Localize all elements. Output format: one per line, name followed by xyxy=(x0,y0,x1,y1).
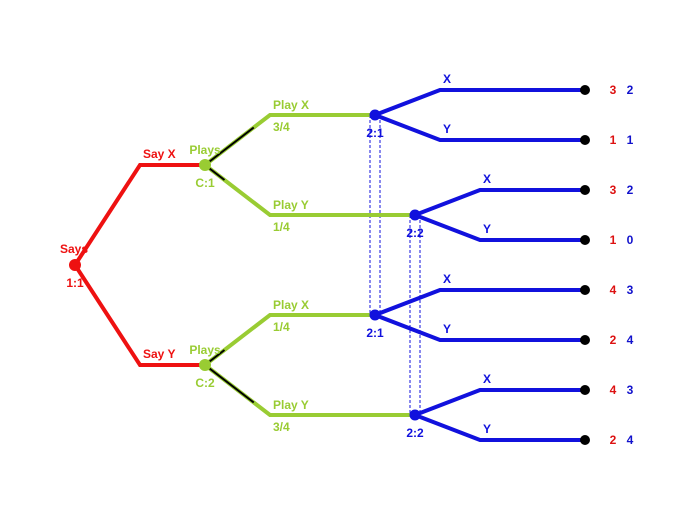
chance-node xyxy=(199,359,211,371)
probability-label: 1/4 xyxy=(273,220,290,234)
payoff-player2: 3 xyxy=(627,383,634,397)
payoff-player1: 4 xyxy=(610,283,617,297)
move-label: Y xyxy=(483,222,491,236)
move-label: Y xyxy=(483,422,491,436)
player1-branch xyxy=(73,263,205,367)
payoff-player1: 4 xyxy=(610,383,617,397)
move-label: Say X xyxy=(143,147,176,161)
terminal-node xyxy=(580,235,590,245)
chance-branch xyxy=(203,113,375,167)
terminal-node xyxy=(580,185,590,195)
move-label: X xyxy=(483,172,491,186)
player2-branch xyxy=(414,413,585,442)
chance-outcome-label: Play Y xyxy=(273,198,309,212)
player2-branch xyxy=(374,88,585,117)
chance-branch xyxy=(203,163,415,217)
payoff-player1: 1 xyxy=(610,233,617,247)
payoff-player2: 4 xyxy=(627,333,634,347)
terminal-node xyxy=(580,285,590,295)
move-label: X xyxy=(443,272,451,286)
root-node xyxy=(69,259,81,271)
chance-node-label: Plays xyxy=(189,143,221,157)
move-label: Y xyxy=(443,122,451,136)
player2-branch xyxy=(374,113,585,142)
chance-node-id: C:1 xyxy=(195,176,215,190)
chance-outcome-label: Play X xyxy=(273,298,309,312)
payoff-player1: 3 xyxy=(610,183,617,197)
payoff-player2: 4 xyxy=(627,433,634,447)
chance-outcome-label: Play X xyxy=(273,98,309,112)
payoff-player2: 1 xyxy=(627,133,634,147)
payoff-player2: 3 xyxy=(627,283,634,297)
payoff-player1: 2 xyxy=(610,333,617,347)
player2-branch xyxy=(414,213,585,242)
move-label: Y xyxy=(443,322,451,336)
probability-label: 3/4 xyxy=(273,120,290,134)
player2-branch xyxy=(414,388,585,417)
payoff-player2: 0 xyxy=(627,233,634,247)
payoff-player1: 3 xyxy=(610,83,617,97)
probability-label: 3/4 xyxy=(273,420,290,434)
info-set-label: 2:1 xyxy=(366,126,384,140)
terminal-node xyxy=(580,85,590,95)
info-set-label: 2:1 xyxy=(366,326,384,340)
best-response-marker xyxy=(204,126,255,166)
chance-outcome-label: Play Y xyxy=(273,398,309,412)
probability-label: 1/4 xyxy=(273,320,290,334)
player2-branch xyxy=(374,313,585,342)
player2-branch xyxy=(414,188,585,217)
player2-node xyxy=(369,109,381,121)
terminal-node xyxy=(580,135,590,145)
terminal-node xyxy=(580,435,590,445)
move-label: Say Y xyxy=(143,347,175,361)
best-response-marker xyxy=(204,364,255,404)
chance-branch xyxy=(203,313,375,367)
payoff-player1: 2 xyxy=(610,433,617,447)
chance-node-id: C:2 xyxy=(195,376,215,390)
root-label: Says xyxy=(60,242,88,256)
player2-branch xyxy=(374,288,585,317)
player2-node xyxy=(409,209,421,221)
move-label: X xyxy=(443,72,451,86)
info-set-label: 2:2 xyxy=(406,226,424,240)
root-id: 1:1 xyxy=(66,276,84,290)
player2-node xyxy=(369,309,381,321)
player1-branch xyxy=(73,163,205,267)
info-set-label: 2:2 xyxy=(406,426,424,440)
chance-node xyxy=(199,159,211,171)
terminal-node xyxy=(580,335,590,345)
chance-node-label: Plays xyxy=(189,343,221,357)
move-label: X xyxy=(483,372,491,386)
payoff-player1: 1 xyxy=(610,133,617,147)
payoff-player2: 2 xyxy=(627,83,634,97)
terminal-node xyxy=(580,385,590,395)
player2-node xyxy=(409,409,421,421)
payoff-player2: 2 xyxy=(627,183,634,197)
